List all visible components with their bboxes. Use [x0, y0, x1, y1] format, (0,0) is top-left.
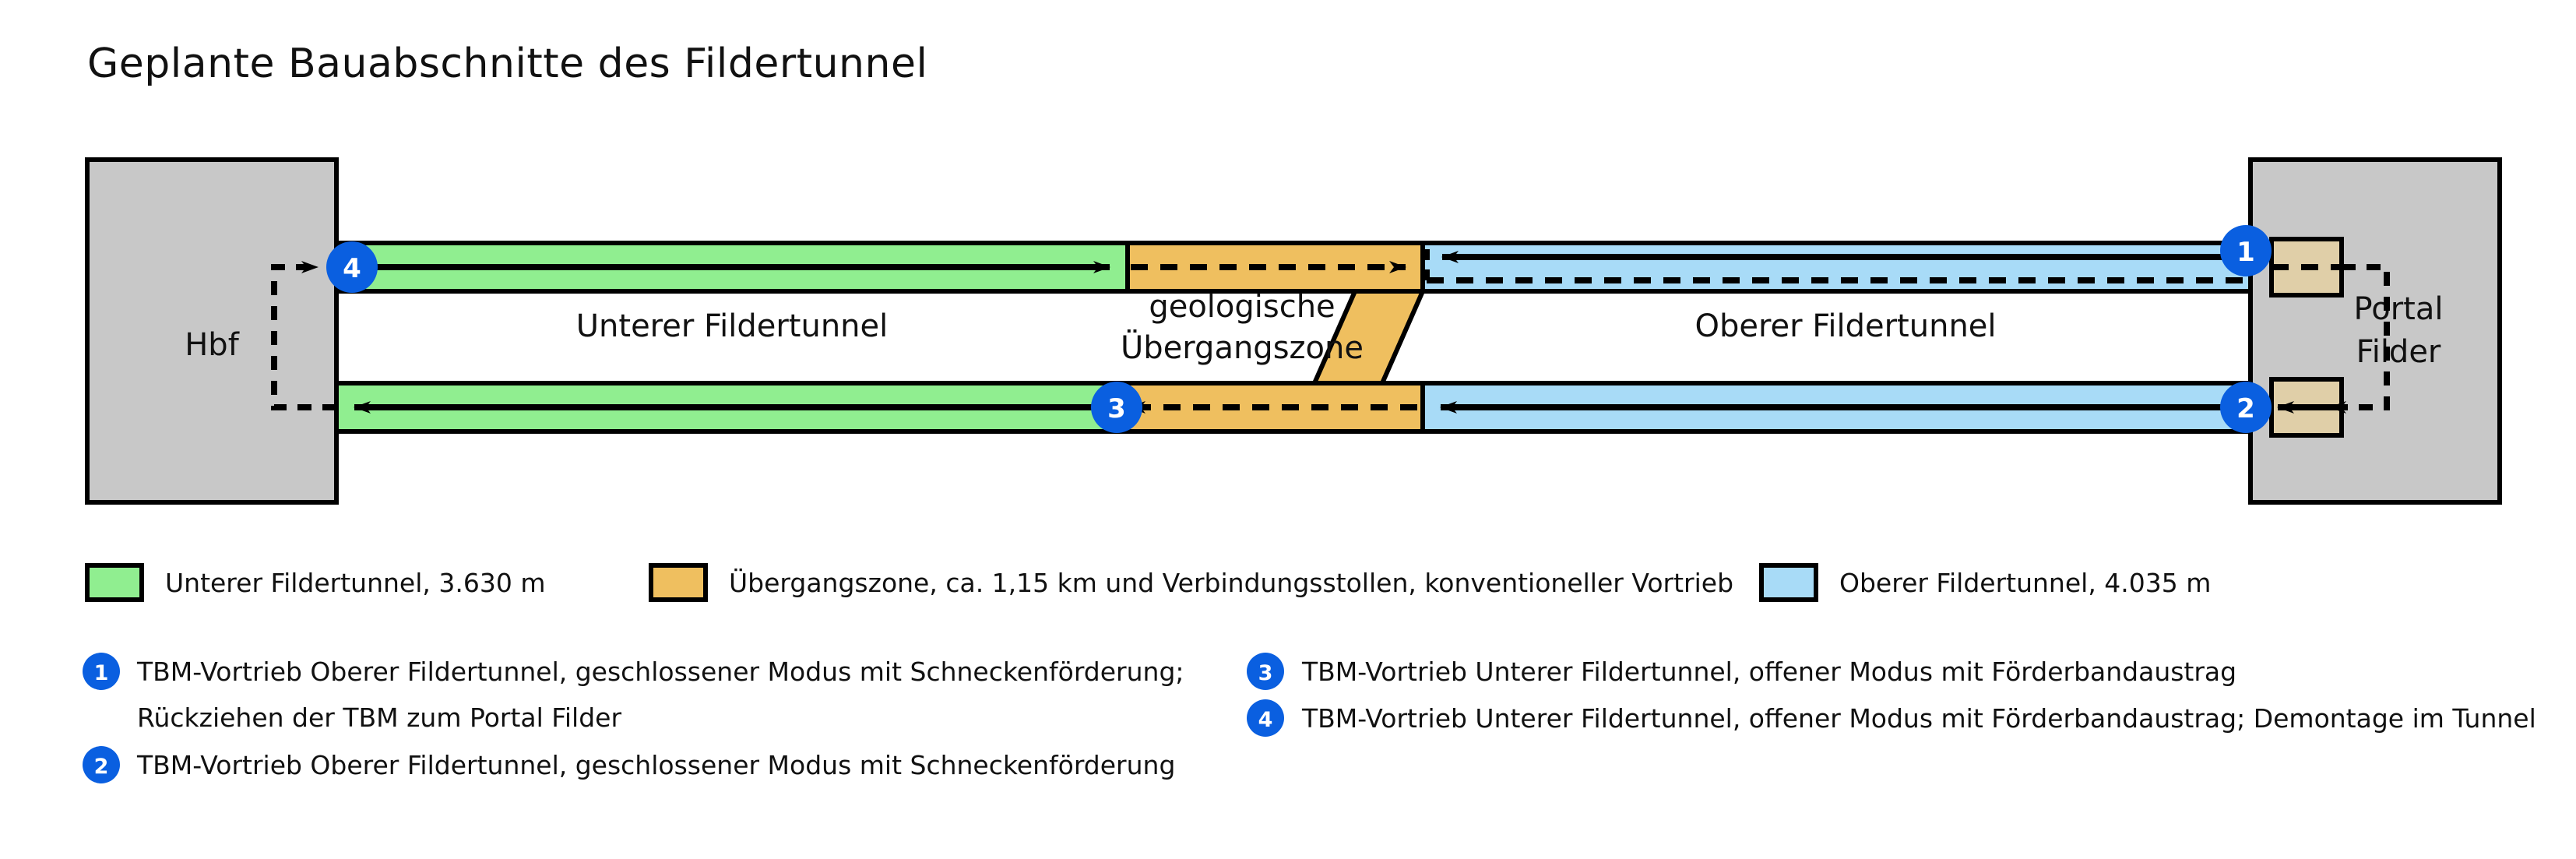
- badge-4-value: 4: [343, 253, 361, 284]
- badge-3-value: 3: [1107, 393, 1126, 424]
- note-1-line2: Rückziehen der TBM zum Portal Filder: [137, 702, 621, 733]
- note-1-badge[interactable]: [83, 653, 120, 690]
- page-title: Geplante Bauabschnitte des Fildertunnel: [87, 40, 928, 87]
- note-4-badge[interactable]: [1247, 699, 1284, 737]
- portal-stub-arrows: [2272, 264, 2340, 414]
- note-1-line1: TBM-Vortrieb Oberer Fildertunnel, geschl…: [136, 657, 1184, 687]
- hbf-dashed-return-path: [271, 261, 336, 410]
- note-2-line1: TBM-Vortrieb Oberer Fildertunnel, geschl…: [136, 750, 1175, 780]
- badge-1[interactable]: 1: [2220, 225, 2272, 276]
- portal-filder-label-line1: Portal: [2354, 291, 2444, 327]
- legend-upper-tunnel-label: Oberer Fildertunnel, 4.035 m: [1839, 568, 2211, 598]
- badge-3[interactable]: 3: [1091, 382, 1142, 433]
- label-oberer-fildertunnel: Oberer Fildertunnel: [1694, 308, 1996, 344]
- label-uebergangszone-line1: geologische: [1149, 289, 1335, 325]
- note-2: 2 TBM-Vortrieb Oberer Fildertunnel, gesc…: [83, 746, 1175, 783]
- legend-lower-tunnel: Unterer Fildertunnel, 3.630 m: [85, 563, 546, 602]
- arrow-top-blue-dashed-right: [1423, 249, 2333, 287]
- note-2-badge[interactable]: [83, 746, 120, 783]
- note-3-badge[interactable]: [1247, 653, 1284, 690]
- badge-1-value: 1: [2236, 237, 2255, 268]
- portal-filder-label-line2: Filder: [2356, 334, 2441, 370]
- label-unterer-fildertunnel: Unterer Fildertunnel: [576, 308, 889, 344]
- note-4-badge-value: 4: [1258, 708, 1273, 732]
- badge-2[interactable]: 2: [2220, 382, 2272, 433]
- portal-filder-block: Portal Filder: [2248, 157, 2502, 505]
- legend-transition-zone: Übergangszone, ca. 1,15 km und Verbindun…: [649, 563, 1733, 602]
- note-3-badge-value: 3: [1258, 661, 1273, 685]
- legend-transition-zone-label: Übergangszone, ca. 1,15 km und Verbindun…: [729, 567, 1733, 598]
- label-uebergangszone-line2: Übergangszone: [1121, 329, 1364, 366]
- connecting-gallery: [1311, 289, 1427, 385]
- note-4: 4 TBM-Vortrieb Unterer Fildertunnel, off…: [1247, 699, 2536, 737]
- note-4-line1: TBM-Vortrieb Unterer Fildertunnel, offen…: [1301, 703, 2536, 734]
- badge-4[interactable]: 4: [326, 241, 378, 293]
- legend-lower-tunnel-label: Unterer Fildertunnel, 3.630 m: [165, 568, 546, 598]
- legend-upper-tunnel: Oberer Fildertunnel, 4.035 m: [1759, 563, 2211, 602]
- note-3-line1: TBM-Vortrieb Unterer Fildertunnel, offen…: [1301, 657, 2236, 687]
- note-2-badge-value: 2: [94, 755, 109, 779]
- badge-2-value: 2: [2236, 393, 2255, 424]
- note-1: 1 TBM-Vortrieb Oberer Fildertunnel, gesc…: [83, 653, 1184, 733]
- hbf-block: Hbf: [85, 157, 339, 505]
- note-1-badge-value: 1: [94, 661, 109, 685]
- hbf-label: Hbf: [185, 327, 239, 363]
- top-bar-upper-tunnel: [1420, 241, 2274, 294]
- note-3: 3 TBM-Vortrieb Unterer Fildertunnel, off…: [1247, 653, 2236, 690]
